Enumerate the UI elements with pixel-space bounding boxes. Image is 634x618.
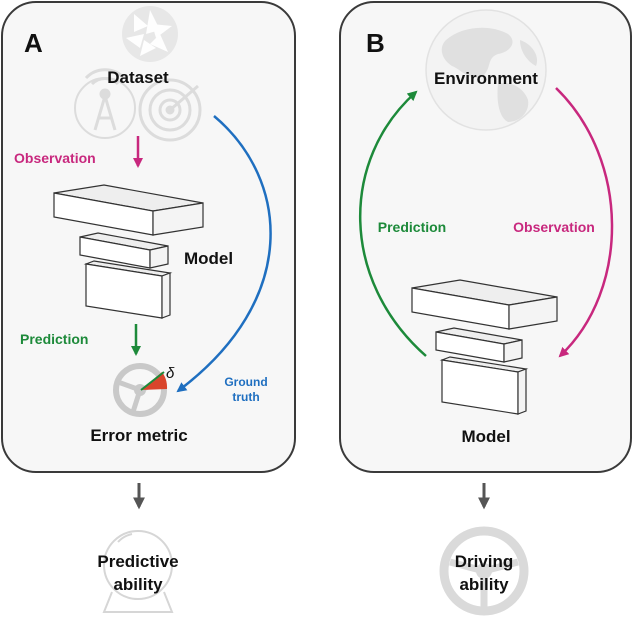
observation-arrow-b bbox=[555, 87, 614, 358]
predictive-ability-line1: Predictive bbox=[97, 552, 178, 571]
globe-icon bbox=[425, 9, 547, 131]
predictive-ability-line2: ability bbox=[113, 575, 163, 594]
steering-wheel-icon-b bbox=[439, 526, 529, 616]
crystal-ball-icon bbox=[102, 530, 174, 613]
observation-label: Observation bbox=[14, 150, 96, 166]
model-label: Model bbox=[184, 249, 233, 268]
panel-b-letter: B bbox=[366, 28, 385, 58]
panel-b: B Environment Prediction Observation Mo bbox=[339, 1, 632, 473]
ground-truth-label-line2: truth bbox=[232, 390, 259, 404]
panel-b-frame bbox=[339, 1, 632, 473]
dataset-label: Dataset bbox=[107, 68, 169, 87]
ground-truth-label-line1: Ground bbox=[224, 375, 267, 389]
environment-label: Environment bbox=[434, 69, 538, 88]
radar-icon bbox=[138, 78, 202, 142]
model-stack-icon bbox=[53, 184, 204, 319]
model-label-b: Model bbox=[461, 427, 510, 446]
driving-ability-line1: Driving bbox=[455, 552, 514, 571]
panel-a: A bbox=[1, 1, 296, 473]
prediction-label-b: Prediction bbox=[378, 219, 446, 235]
panel-a-frame bbox=[1, 1, 296, 473]
antenna-icon bbox=[74, 68, 136, 139]
error-metric-label: Error metric bbox=[90, 426, 187, 445]
prediction-label: Prediction bbox=[20, 331, 88, 347]
prediction-arrow-b bbox=[358, 90, 427, 357]
model-stack-icon-b bbox=[411, 279, 558, 415]
observation-label-b: Observation bbox=[513, 219, 595, 235]
predicted-direction-line bbox=[140, 371, 165, 391]
ground-truth-arrow bbox=[176, 115, 272, 393]
delta-label: δ bbox=[166, 365, 175, 382]
panel-a-letter: A bbox=[24, 28, 43, 58]
driving-ability-line2: ability bbox=[459, 575, 509, 594]
aperture-icon bbox=[122, 6, 178, 62]
